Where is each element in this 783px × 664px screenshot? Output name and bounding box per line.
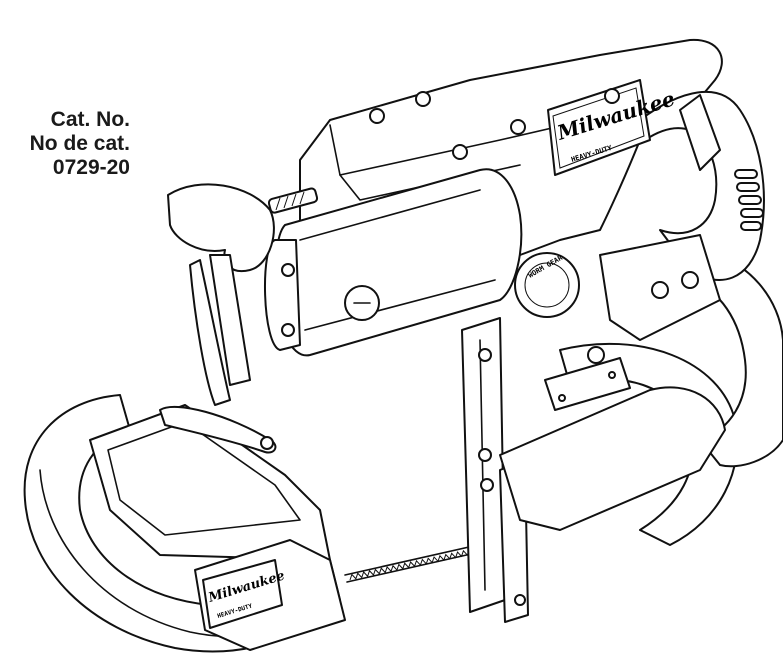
worm-gear-housing: WORM GEAR xyxy=(514,252,580,318)
trigger xyxy=(679,94,721,171)
catalog-number-block: Cat. No. No de cat. 0729-20 xyxy=(0,100,140,190)
catalog-number: 0729-20 xyxy=(52,156,130,179)
catalog-label-en: Cat. No. xyxy=(50,108,130,131)
front-handle xyxy=(167,183,275,273)
brand-badge-lower: Milwaukee HEAVY-DUTY xyxy=(202,559,287,629)
blade-guide-arm xyxy=(461,317,506,613)
right-guide-housing xyxy=(499,386,726,531)
catalog-label-fr: No de cat. xyxy=(29,132,130,155)
motor-vents xyxy=(267,187,319,214)
grip-ridges xyxy=(734,169,764,231)
